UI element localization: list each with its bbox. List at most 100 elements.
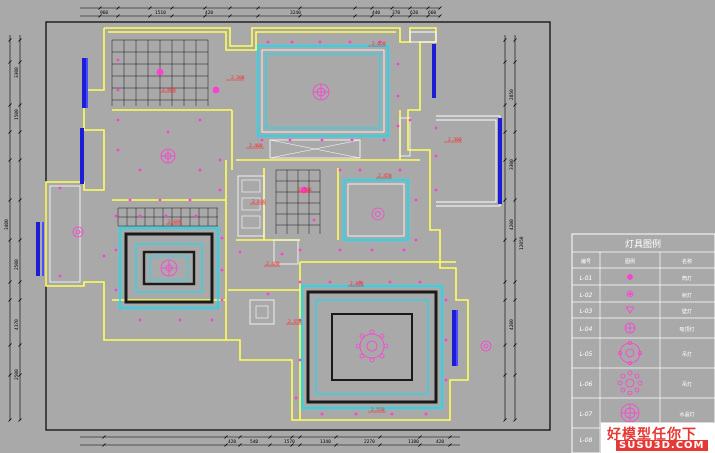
downlight-dot — [298, 280, 302, 284]
dim-tick — [378, 443, 382, 447]
level-mark-11: 2.400 — [266, 261, 280, 267]
level-mark-0: 2.500 — [231, 75, 245, 81]
dim-tick — [8, 418, 12, 422]
downlight-dot — [116, 58, 120, 62]
legend-name-2: 壁灯 — [682, 308, 692, 315]
right-dim-3: 12050 — [519, 236, 525, 250]
bottom-dim-6: 420 — [436, 439, 444, 445]
tile-grids — [111, 39, 321, 234]
downlight-dot — [358, 280, 362, 284]
downlight-dot — [338, 168, 342, 172]
dim-tick — [503, 343, 507, 347]
downlight-dot — [166, 130, 170, 134]
ceiling-fixtures — [72, 68, 492, 363]
legend-name-1: 射灯 — [682, 292, 692, 299]
downlight-dot — [238, 250, 242, 254]
dim-tick — [8, 38, 12, 42]
downlight-dot — [298, 318, 302, 322]
level-mark-3: 2.400 — [249, 143, 263, 149]
dim-tick — [8, 198, 12, 202]
downlight-dot — [138, 318, 142, 322]
downlight-dot — [388, 280, 392, 284]
downlight-dot — [298, 358, 302, 362]
dim-tick — [390, 6, 394, 10]
dim-tick — [408, 14, 412, 18]
left-dim-4: 4170 — [14, 319, 20, 330]
bottom-dim-3: 1340 — [320, 439, 331, 445]
bottom-dim-5: 1180 — [408, 439, 419, 445]
ceiling-lamp-icon — [624, 322, 636, 334]
right-dim-0: 2850 — [509, 89, 515, 100]
downlight-dot — [58, 186, 62, 190]
dim-tick — [353, 14, 357, 18]
dim-tick — [513, 343, 517, 347]
downlight-dot — [348, 40, 352, 44]
dim-tick — [298, 14, 302, 18]
downlight-dot — [444, 338, 448, 342]
legend-name-4: 吊灯 — [682, 351, 692, 358]
ceiling-lamp-master-icon — [312, 83, 330, 101]
dim-tick — [503, 158, 507, 162]
dim-tick — [503, 418, 507, 422]
bottom-dim-0: 420 — [228, 439, 236, 445]
level-mark-5: 2.500 — [298, 187, 312, 193]
downlight-dot — [220, 236, 224, 240]
dim-tick — [98, 14, 102, 18]
dim-tick — [18, 60, 22, 64]
downlight-dot — [128, 198, 132, 202]
dim-tick — [290, 443, 294, 447]
dim-tick — [203, 6, 207, 10]
spotlight-icon — [626, 290, 634, 298]
downlight-dot — [194, 214, 198, 218]
dim-tick — [8, 103, 12, 107]
dim-tick — [18, 373, 22, 377]
dim-tick — [224, 435, 228, 439]
downlight-dot — [408, 118, 412, 122]
dim-tick — [513, 158, 517, 162]
dim-tick — [256, 14, 260, 18]
top-dim-6: 620 — [410, 10, 418, 16]
level-mark-8: 2.600 — [168, 219, 182, 225]
downlight-dot — [138, 214, 142, 218]
downlight-dot — [164, 214, 168, 218]
dim-tick — [513, 418, 517, 422]
downlight-dot — [320, 412, 324, 416]
dim-tick — [438, 6, 442, 10]
left-dim-2: 3400 — [4, 219, 10, 230]
dim-tick — [8, 238, 12, 242]
top-dim-0: 960 — [100, 10, 108, 16]
dim-tick — [228, 14, 232, 18]
downlight-dot — [434, 126, 438, 130]
windows — [36, 44, 502, 366]
dim-tick — [418, 435, 422, 439]
left-dim-5: 2500 — [14, 369, 20, 380]
legend-header-code: 编号 — [581, 258, 591, 265]
downlight-dot — [102, 254, 106, 258]
downlight-dot — [220, 298, 224, 302]
dim-tick — [426, 14, 430, 18]
chandelier-icon — [618, 340, 643, 365]
legend-code-7: L-08 — [580, 437, 593, 444]
top-dim-3: 3240 — [290, 10, 301, 16]
downlights — [58, 40, 448, 416]
downlight-dot — [370, 248, 374, 252]
level-mark-1: 2.600 — [162, 87, 176, 93]
downlight-dot — [138, 168, 142, 172]
dimension-labels: 960 1510 420 3240 440 370 620 660 420 54… — [4, 10, 525, 445]
downlight-dot — [280, 252, 284, 256]
watermark-en: SUSU3D.COM — [616, 440, 708, 451]
dim-tick — [503, 60, 507, 64]
chandelier-living-icon — [355, 329, 389, 363]
downlight-dot — [434, 154, 438, 158]
dim-tick — [238, 443, 242, 447]
downlight-dot — [424, 412, 428, 416]
watermark: 好模型任你下 SUSU3D.COM — [600, 422, 715, 453]
dim-tick — [298, 435, 302, 439]
dim-tick — [448, 443, 452, 447]
ceiling-lamp-balcony-icon — [72, 68, 492, 352]
dim-tick — [98, 6, 102, 10]
dim-tick — [116, 6, 120, 10]
legend-header-icon: 图例 — [625, 258, 635, 265]
downlight-dot — [178, 318, 182, 322]
